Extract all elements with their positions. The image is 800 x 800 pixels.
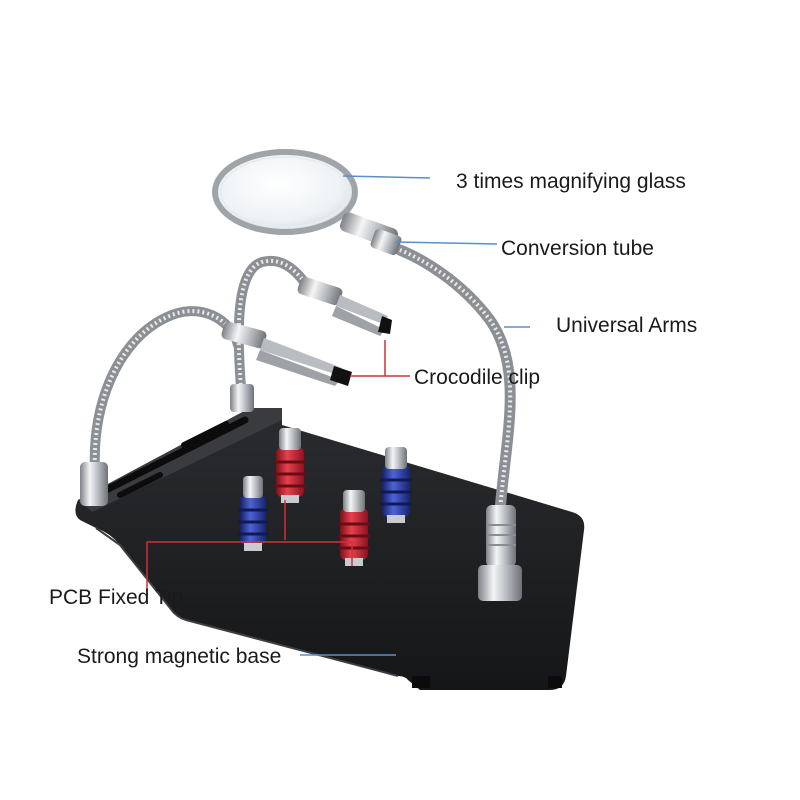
pcb-post-red-back [274, 428, 306, 503]
label-magnetic-base: Strong magnetic base [77, 645, 282, 668]
label-conversion-tube: Conversion tube [501, 237, 654, 260]
magnetic-base-plate [75, 408, 585, 690]
leader-lines [146, 175, 530, 656]
left-gooseneck-arm [80, 306, 243, 506]
leader-conversion-tube [394, 241, 498, 245]
leader-magnifying-glass [342, 175, 431, 179]
pcb-post-blue-right [380, 447, 412, 523]
leader-crocodile-clip [350, 340, 410, 377]
middle-gooseneck-arm [230, 255, 315, 412]
pcb-post-red-front [338, 490, 370, 566]
crocodile-clip-lower [221, 321, 352, 386]
label-crocodile-clip: Crocodile clip [414, 366, 541, 389]
pcb-post-blue-left [238, 476, 268, 551]
magnifying-glass [212, 149, 402, 256]
label-pcb-fixed-tip: PCB Fixed Tip [49, 586, 184, 609]
leader-pcb-fixed-tip [146, 500, 353, 590]
label-universal-arms: Universal Arms [556, 314, 698, 337]
right-gooseneck-arm [394, 244, 522, 601]
label-magnifying-glass: 3 times magnifying glass [456, 170, 686, 193]
crocodile-clip-upper [297, 276, 392, 336]
